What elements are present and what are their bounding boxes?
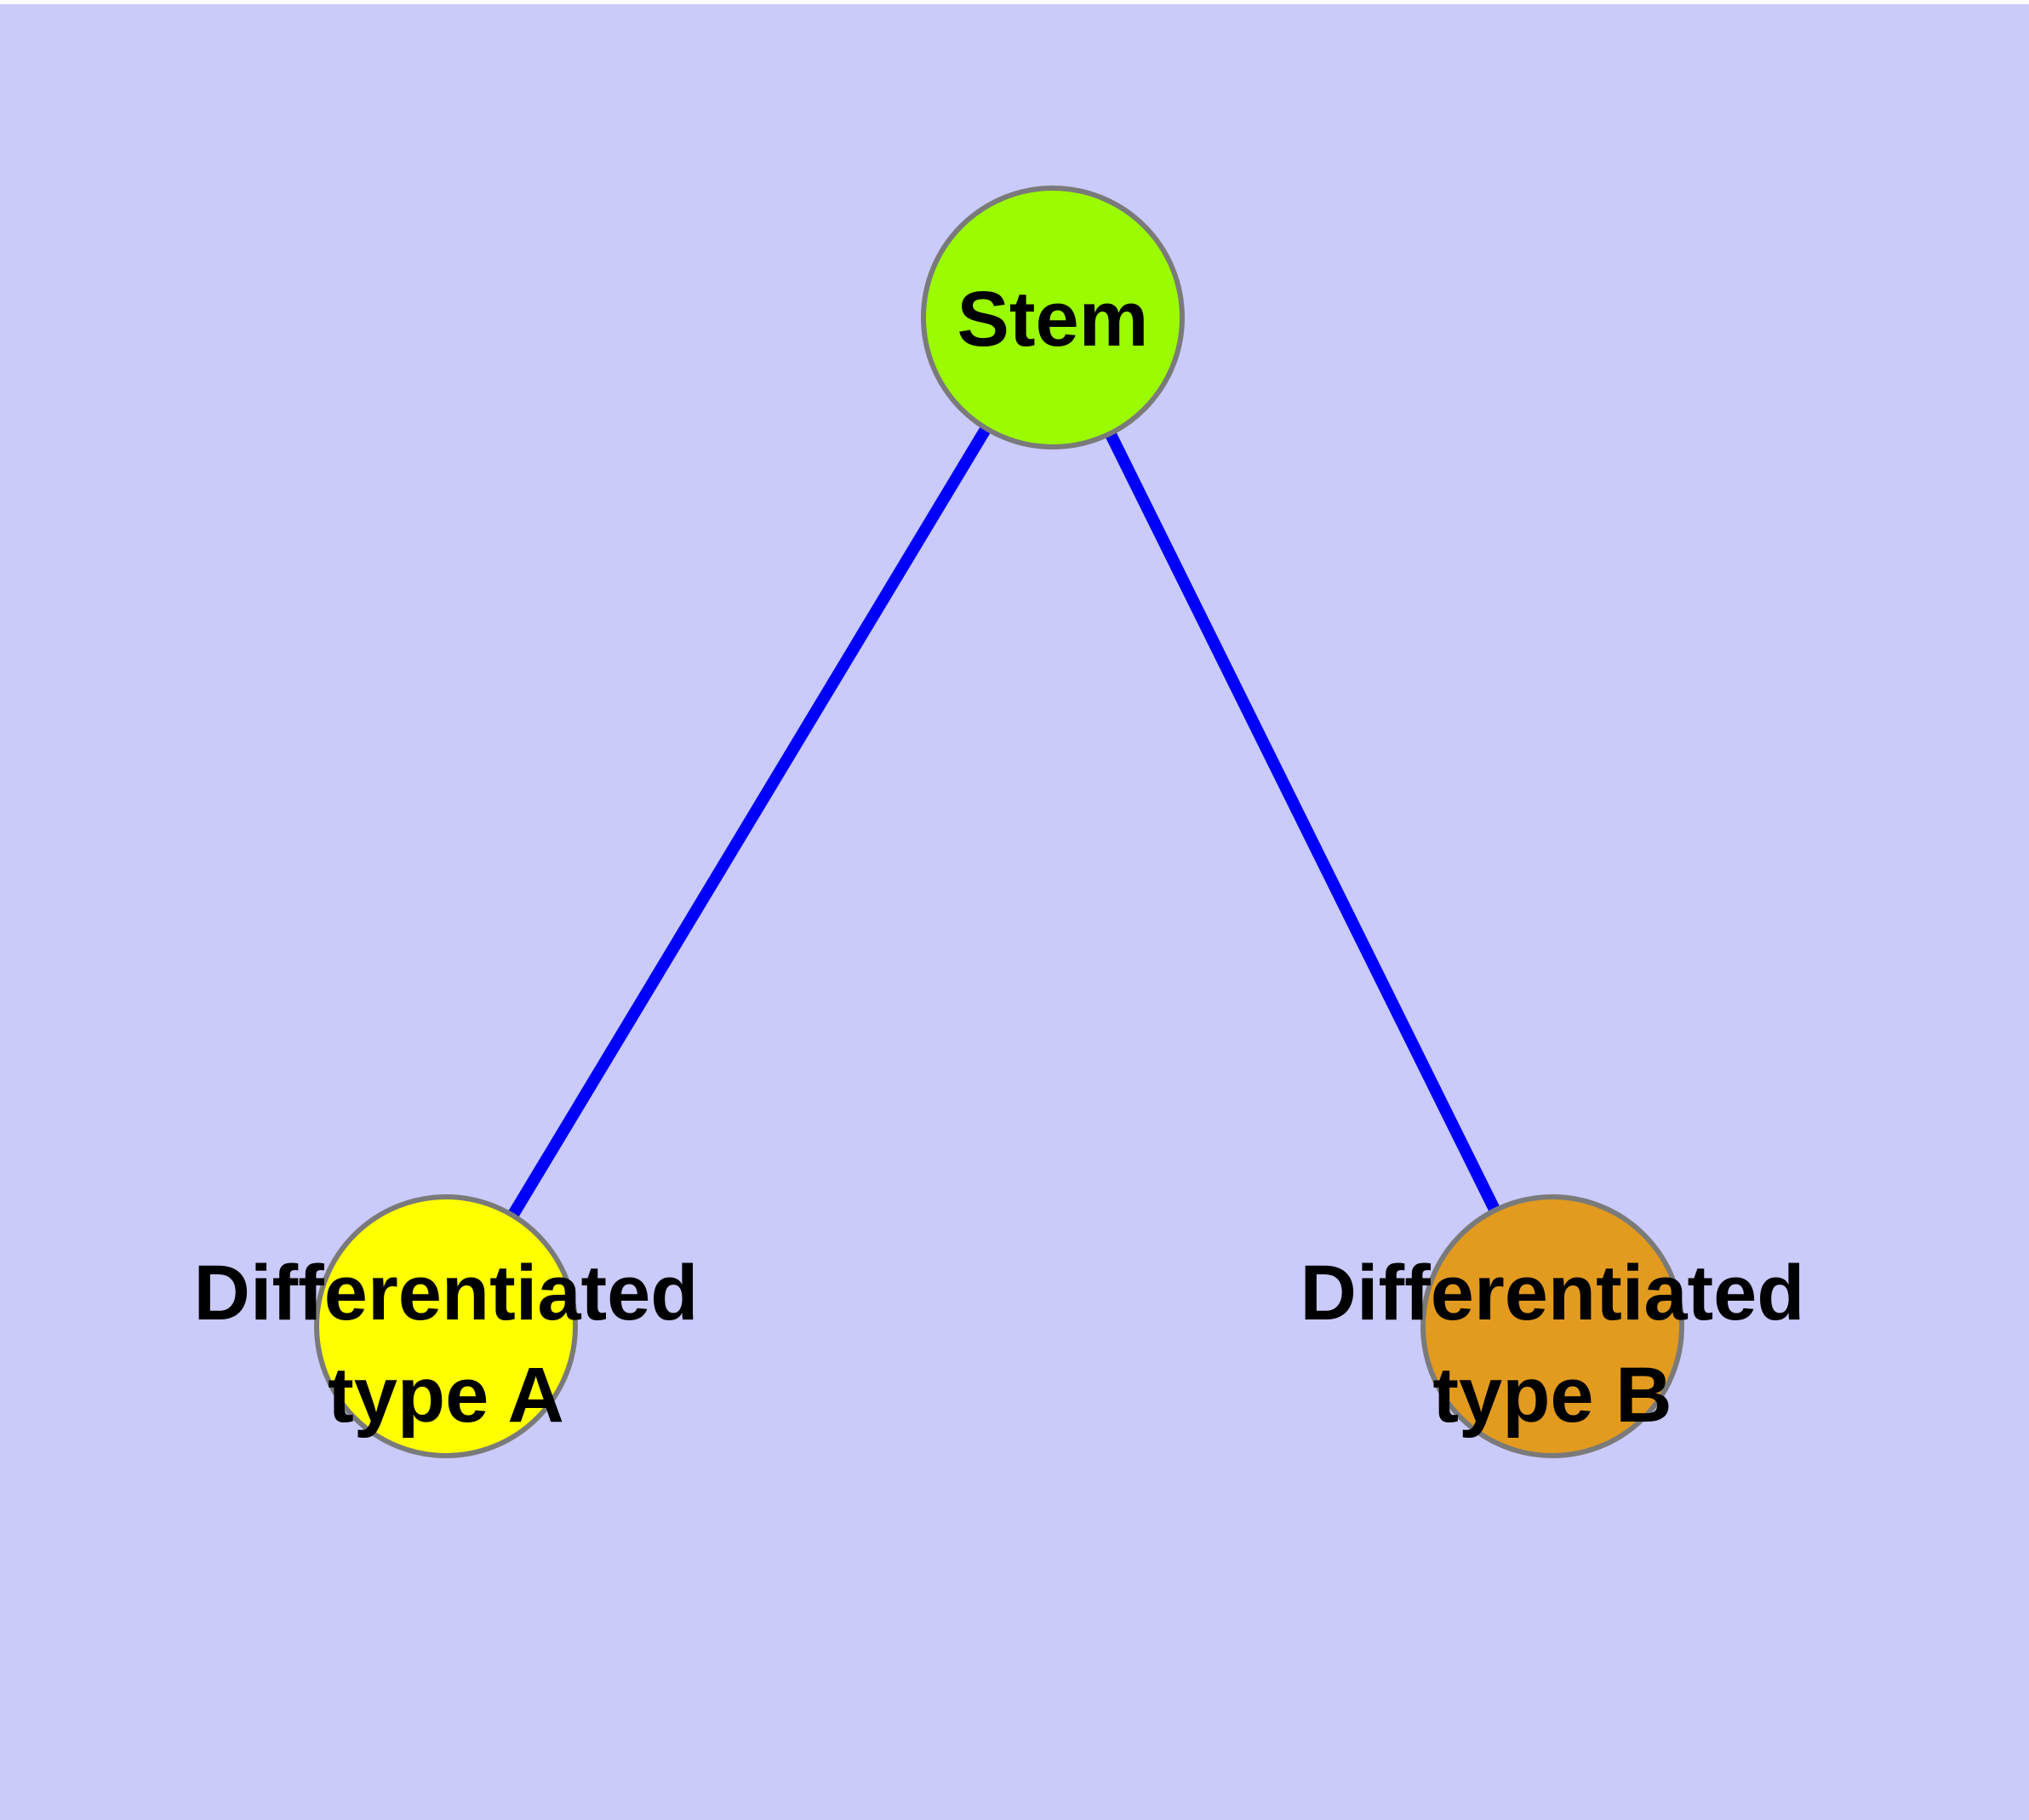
node-differentiated-type-b[interactable]: Differentiated type B — [1300, 1194, 1805, 1458]
node-stem-label: Stem — [957, 276, 1149, 363]
node-differentiated-type-b-label-line-2: type B — [1432, 1352, 1672, 1439]
edge-stem-to-differentiated-type-b[interactable] — [1047, 314, 1558, 1330]
node-differentiated-type-b-label: Differentiated type B — [1300, 1250, 1805, 1439]
edge-stem-to-differentiated-type-a[interactable] — [441, 314, 1058, 1330]
node-stem-circle[interactable] — [921, 186, 1185, 449]
edges-layer — [441, 314, 1558, 1330]
node-stem[interactable]: Stem — [921, 186, 1185, 449]
window-top-edge — [0, 0, 2029, 4]
node-differentiated-type-a-circle[interactable] — [314, 1194, 578, 1458]
node-differentiated-type-b-label-line-1: Differentiated — [1300, 1250, 1805, 1336]
node-differentiated-type-a-label-line-1: Differentiated — [194, 1250, 699, 1336]
node-differentiated-type-a-label: Differentiated type A — [194, 1250, 699, 1439]
node-stem-label-line-1: Stem — [957, 276, 1149, 363]
node-differentiated-type-a-label-line-2: type A — [328, 1352, 564, 1439]
node-differentiated-type-b-circle[interactable] — [1420, 1194, 1684, 1458]
node-differentiated-type-a[interactable]: Differentiated type A — [194, 1194, 699, 1458]
